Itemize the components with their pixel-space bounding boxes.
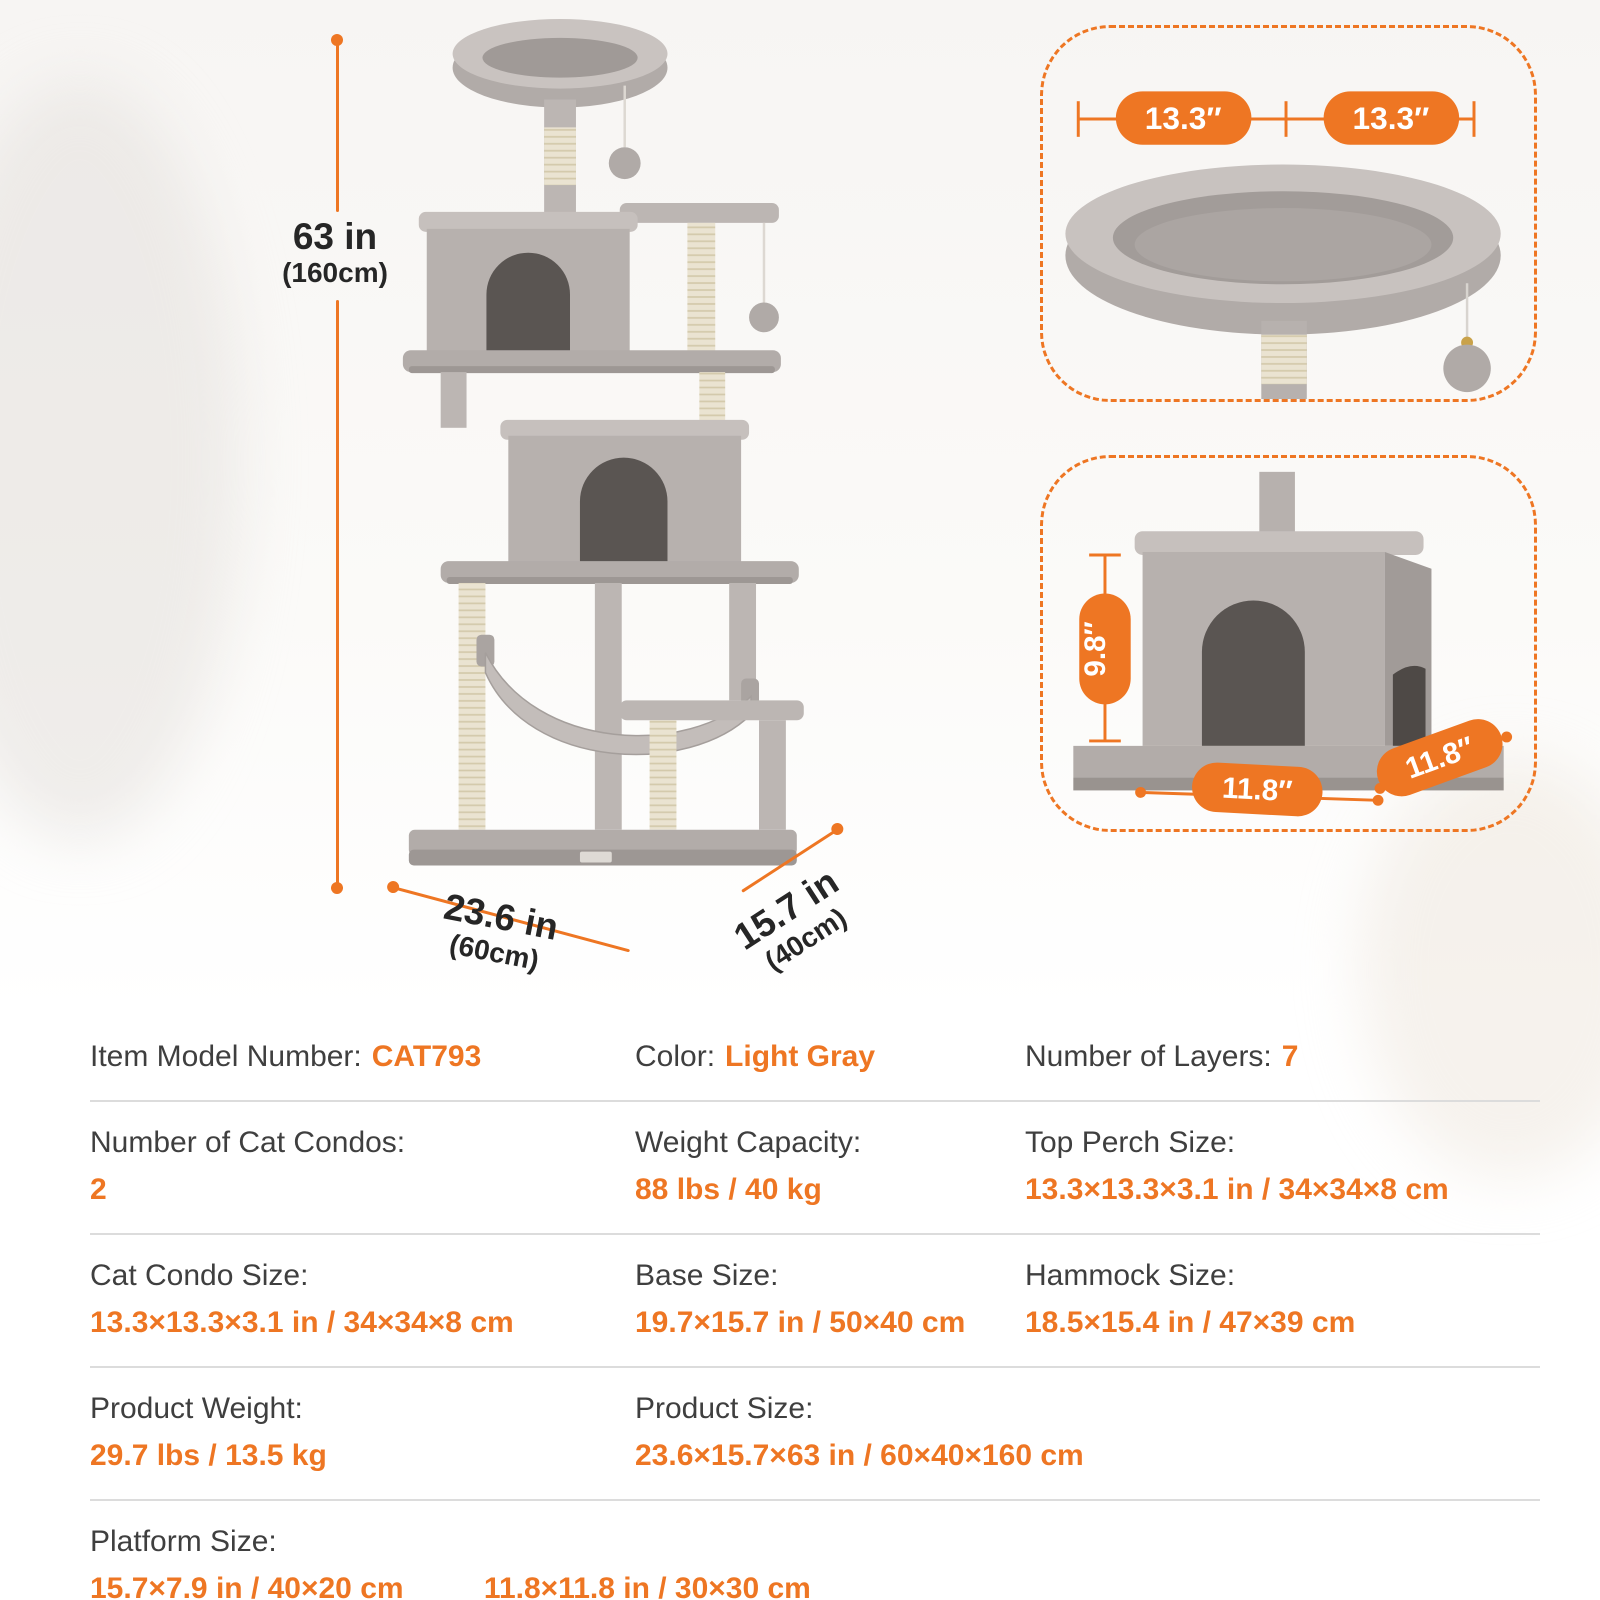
spec-condo-size-label: Cat Condo Size: [90, 1259, 309, 1292]
height-value: 63 in [292, 216, 378, 257]
spec-platform-size-value2: 11.8×11.8 in / 30×30 cm [483, 1572, 811, 1600]
perch-left-badge: 13.3″ [1115, 91, 1252, 145]
spec-condo-count: Number of Cat Condos: 2 [90, 1126, 635, 1207]
perch-right-badge-text: 13.3″ [1353, 100, 1430, 136]
height-line-top-pin [331, 34, 343, 46]
spec-row-1: Item Model Number: CAT793 Color: Light Gra… [90, 1018, 1540, 1102]
condo-front-badge-text: 11.8″ [1221, 772, 1293, 809]
condo-side-measure: 11.8″ [1374, 719, 1513, 797]
spec-row-2: Number of Cat Condos: 2 Weight Capacity:… [90, 1102, 1540, 1235]
spec-product-weight-value: 29.7 lbs / 13.5 kg [90, 1439, 327, 1472]
spec-layers: Number of Layers: 7 [1025, 1040, 1540, 1074]
middle-cat-condo [500, 419, 750, 564]
spec-product-weight-label: Product Weight: [90, 1392, 303, 1425]
spec-platform-size: Platform Size: 15.7×7.9 in / 40×20 cm 11… [90, 1525, 1540, 1600]
spec-table: Item Model Number: CAT793 Color: Light Gra… [90, 1018, 1540, 1600]
spec-layers-value: 7 [1281, 1040, 1299, 1073]
spec-condo-size-value: 13.3×13.3×3.1 in / 34×34×8 cm [90, 1306, 514, 1339]
spec-base-size-value: 19.7×15.7 in / 50×40 cm [635, 1306, 966, 1339]
spec-top-perch-label: Top Perch Size: [1025, 1126, 1236, 1159]
condo-cube [1134, 531, 1432, 746]
spec-row-5: Platform Size: 15.7×7.9 in / 40×20 cm 11… [90, 1501, 1540, 1600]
pom-ball-top [608, 85, 641, 180]
top-perch-closeup: 13.3″ 13.3″ [1065, 91, 1501, 399]
spec-product-size-label: Product Size: [635, 1392, 814, 1425]
spec-model-value: CAT793 [371, 1040, 482, 1073]
perch-right-badge: 13.3″ [1323, 91, 1460, 145]
height-line-lower-segment [336, 300, 339, 885]
spec-product-size-value: 23.6×15.7×63 in / 60×40×160 cm [635, 1439, 1084, 1472]
spec-color-value: Light Gray [725, 1040, 876, 1073]
height-metric: (160cm) [282, 257, 388, 289]
spec-hammock-size-label: Hammock Size: [1025, 1259, 1236, 1292]
spec-base-size: Base Size: 19.7×15.7 in / 50×40 cm [635, 1259, 1025, 1340]
spec-top-perch-size: Top Perch Size: 13.3×13.3×3.1 in / 34×34… [1025, 1126, 1540, 1207]
scratching-posts [458, 582, 757, 830]
height-line-upper-segment [336, 44, 339, 212]
condo-top-post [1259, 471, 1295, 534]
condo-height-measure: 9.8″ [1079, 553, 1131, 743]
spec-weight-capacity-label: Weight Capacity: [635, 1126, 862, 1159]
spec-layers-label: Number of Layers: [1025, 1040, 1272, 1073]
base-platform [408, 829, 797, 866]
condo-closeup: 9.8″ 11.8″ 11.8″ [1073, 471, 1513, 817]
perch-bowl [1065, 164, 1501, 399]
spec-hammock-size-value: 18.5×15.4 in / 47×39 cm [1025, 1306, 1356, 1339]
spec-top-perch-value: 13.3×13.3×3.1 in / 34×34×8 cm [1025, 1173, 1449, 1206]
spec-hammock-size: Hammock Size: 18.5×15.4 in / 47×39 cm [1025, 1259, 1540, 1340]
spec-condo-count-value: 2 [90, 1173, 107, 1206]
spec-weight-capacity: Weight Capacity: 88 lbs / 40 kg [635, 1126, 1025, 1207]
spec-color: Color: Light Gray [635, 1040, 1025, 1074]
condo-front-measure: 11.8″ [1135, 762, 1384, 817]
spec-weight-capacity-value: 88 lbs / 40 kg [635, 1173, 822, 1206]
spec-product-size: Product Size: 23.6×15.7×63 in / 60×40×16… [635, 1392, 1540, 1473]
platform-middle [440, 561, 799, 584]
background-blur-left [0, 80, 240, 840]
height-line-bottom-pin [331, 882, 343, 894]
top-perch [452, 18, 668, 221]
height-dimension-label: 63 in (160cm) [255, 216, 415, 290]
spec-condo-count-label: Number of Cat Condos: [90, 1126, 406, 1159]
top-perch-detail-box: 13.3″ 13.3″ [1040, 25, 1537, 402]
platform-upper [402, 350, 781, 428]
perch-pom-ball [1443, 283, 1491, 393]
pom-ball-side [749, 222, 779, 333]
cat-tree-illustration [402, 18, 804, 866]
side-platform-upper [619, 202, 779, 353]
spec-row-4: Product Weight: 29.7 lbs / 13.5 kg Produ… [90, 1368, 1540, 1501]
condo-detail-box: 9.8″ 11.8″ 11.8″ [1040, 455, 1537, 832]
spec-platform-size-label: Platform Size: [90, 1525, 277, 1558]
spec-row-3: Cat Condo Size: 13.3×13.3×3.1 in / 34×34… [90, 1235, 1540, 1368]
spec-condo-size: Cat Condo Size: 13.3×13.3×3.1 in / 34×34… [90, 1259, 635, 1340]
condo-height-badge-text: 9.8″ [1079, 621, 1112, 676]
spec-color-label: Color: [635, 1040, 716, 1073]
upper-cat-condo [418, 211, 638, 353]
spec-model-label: Item Model Number: [90, 1040, 362, 1073]
spec-base-size-label: Base Size: [635, 1259, 779, 1292]
perch-left-badge-text: 13.3″ [1145, 100, 1222, 136]
spec-platform-size-value1: 15.7×7.9 in / 40×20 cm [90, 1572, 404, 1600]
spec-product-weight: Product Weight: 29.7 lbs / 13.5 kg [90, 1392, 635, 1473]
spec-model-number: Item Model Number: CAT793 [90, 1040, 635, 1074]
platform-lower [619, 700, 804, 830]
